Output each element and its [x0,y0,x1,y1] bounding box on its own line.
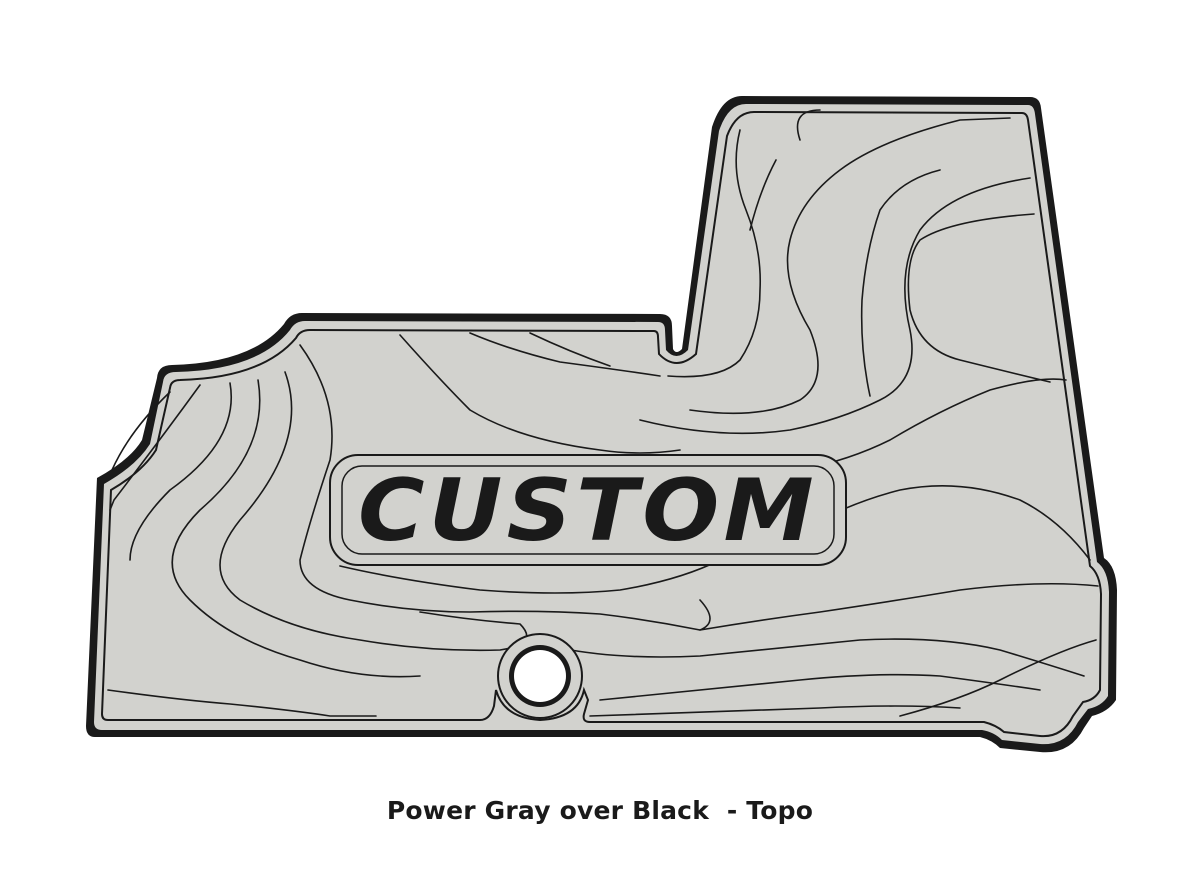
pad-surface [94,104,1109,745]
traction-pad-illustration: CUSTOM [86,96,1117,753]
circle-hole-icon [497,633,583,719]
custom-logo-text: CUSTOM [358,461,818,561]
custom-logo-badge: CUSTOM [329,454,847,566]
product-caption: Power Gray over Black - Topo [386,796,814,825]
pad-inner-groove [100,110,1103,738]
topo-contours [107,109,1099,717]
